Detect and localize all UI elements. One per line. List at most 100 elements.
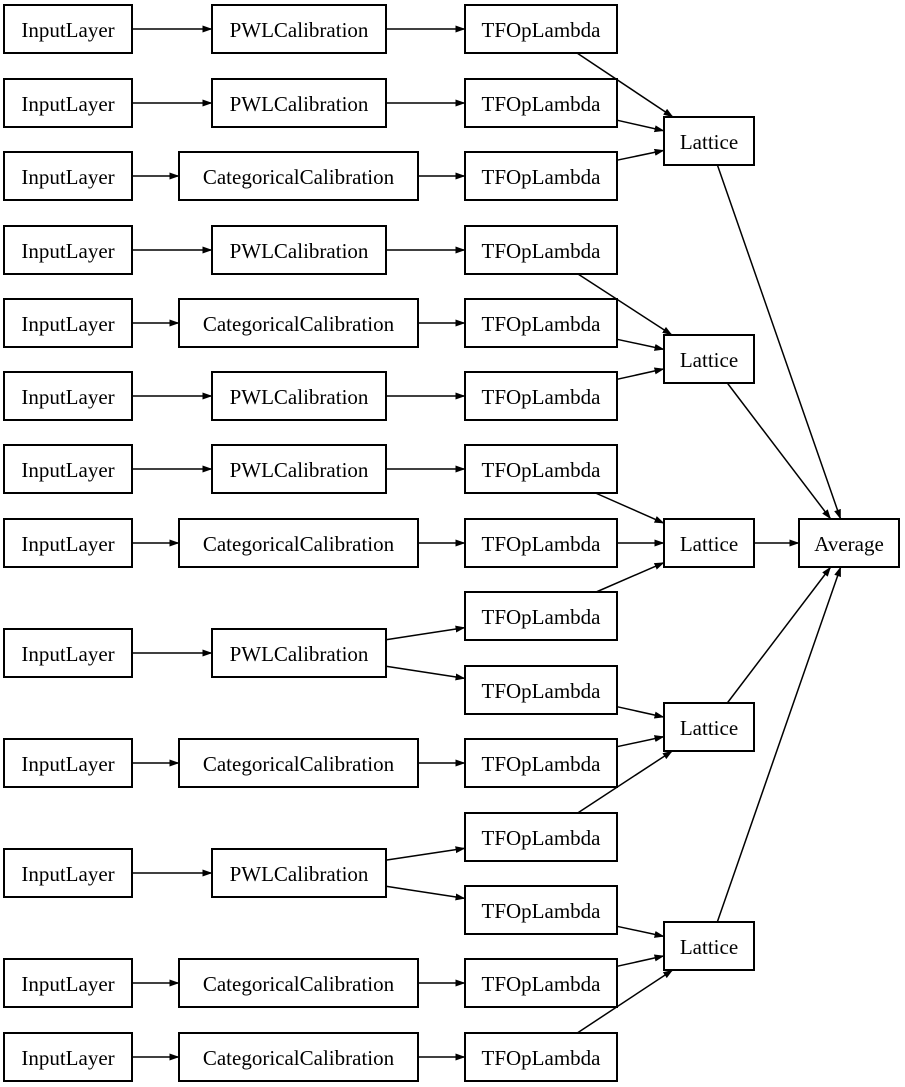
node-tfop-11: TFOpLambda: [464, 812, 618, 862]
node-box-tfop-13: [464, 958, 618, 1008]
node-calib-3: PWLCalibration: [211, 225, 387, 275]
node-label-tfop-11: TFOpLambda: [482, 826, 602, 850]
node-calib-4: CategoricalCalibration: [178, 298, 419, 348]
edge-lattice-4-to-average: [716, 566, 842, 923]
node-label-input-0: InputLayer: [21, 18, 114, 42]
node-box-lattice-3: [663, 702, 755, 752]
node-tfop-4: TFOpLambda: [464, 298, 618, 348]
node-label-calib-12: CategoricalCalibration: [203, 1046, 395, 1070]
edge-tfop-14-to-lattice-4: [576, 969, 674, 1034]
node-box-tfop-9: [464, 665, 618, 715]
node-box-tfop-5: [464, 371, 618, 421]
node-box-input-11: [3, 958, 133, 1008]
node-label-lattice-2: Lattice: [680, 532, 738, 556]
node-layer: InputLayerInputLayerInputLayerInputLayer…: [3, 4, 900, 1082]
node-label-calib-2: CategoricalCalibration: [203, 165, 395, 189]
edge-layer: [132, 25, 842, 1061]
edge-tfop-8-to-lattice-2: [595, 561, 665, 593]
node-lattice-2: Lattice: [663, 518, 755, 568]
node-input-6: InputLayer: [3, 444, 133, 494]
node-box-input-9: [3, 738, 133, 788]
node-box-tfop-12: [464, 885, 618, 935]
node-box-input-8: [3, 628, 133, 678]
node-label-tfop-0: TFOpLambda: [482, 18, 602, 42]
node-label-calib-0: PWLCalibration: [230, 18, 369, 42]
edge-calib-8-to-tfop-9: [385, 665, 466, 681]
edge-tfop-9-to-lattice-3: [616, 705, 665, 719]
node-box-tfop-6: [464, 444, 618, 494]
node-box-calib-8: [211, 628, 387, 678]
node-calib-8: PWLCalibration: [211, 628, 387, 678]
node-box-calib-7: [178, 518, 419, 568]
node-box-tfop-3: [464, 225, 618, 275]
edge-tfop-11-to-lattice-3: [577, 750, 673, 814]
node-label-lattice-0: Lattice: [680, 130, 738, 154]
node-label-input-11: InputLayer: [21, 972, 114, 996]
node-label-input-3: InputLayer: [21, 239, 114, 263]
edge-tfop-13-to-lattice-4: [616, 954, 665, 968]
node-box-calib-12: [178, 1032, 419, 1082]
node-calib-12: CategoricalCalibration: [178, 1032, 419, 1082]
edge-tfop-2-to-lattice-0: [616, 148, 665, 161]
edge-tfop-4-to-lattice-1: [616, 338, 665, 351]
node-box-lattice-1: [663, 334, 755, 384]
node-tfop-3: TFOpLambda: [464, 225, 618, 275]
node-calib-6: PWLCalibration: [211, 444, 387, 494]
node-input-10: InputLayer: [3, 848, 133, 898]
node-calib-1: PWLCalibration: [211, 78, 387, 128]
node-label-tfop-5: TFOpLambda: [482, 385, 602, 409]
node-box-lattice-0: [663, 116, 755, 166]
node-label-tfop-2: TFOpLambda: [482, 165, 602, 189]
node-tfop-10: TFOpLambda: [464, 738, 618, 788]
edge-tfop-5-to-lattice-1: [616, 367, 665, 381]
node-box-tfop-7: [464, 518, 618, 568]
node-input-7: InputLayer: [3, 518, 133, 568]
node-tfop-0: TFOpLambda: [464, 4, 618, 54]
node-label-calib-9: CategoricalCalibration: [203, 752, 395, 776]
node-box-calib-9: [178, 738, 419, 788]
node-box-tfop-4: [464, 298, 618, 348]
node-label-tfop-4: TFOpLambda: [482, 312, 602, 336]
node-box-calib-0: [211, 4, 387, 54]
node-label-tfop-8: TFOpLambda: [482, 605, 602, 629]
node-calib-5: PWLCalibration: [211, 371, 387, 421]
node-label-tfop-7: TFOpLambda: [482, 532, 602, 556]
node-box-input-7: [3, 518, 133, 568]
node-lattice-0: Lattice: [663, 116, 755, 166]
edge-tfop-1-to-lattice-0: [616, 119, 665, 133]
node-label-lattice-3: Lattice: [680, 716, 738, 740]
node-box-input-3: [3, 225, 133, 275]
node-box-tfop-2: [464, 151, 618, 201]
node-box-average: [798, 518, 900, 568]
node-calib-0: PWLCalibration: [211, 4, 387, 54]
node-tfop-6: TFOpLambda: [464, 444, 618, 494]
edge-lattice-1-to-average: [726, 382, 832, 520]
node-label-calib-1: PWLCalibration: [230, 92, 369, 116]
node-input-3: InputLayer: [3, 225, 133, 275]
node-label-input-6: InputLayer: [21, 458, 114, 482]
node-label-tfop-12: TFOpLambda: [482, 899, 602, 923]
node-calib-10: PWLCalibration: [211, 848, 387, 898]
node-label-input-4: InputLayer: [21, 312, 114, 336]
edge-tfop-6-to-lattice-2: [595, 492, 665, 524]
node-calib-11: CategoricalCalibration: [178, 958, 419, 1008]
node-label-lattice-4: Lattice: [680, 935, 738, 959]
node-tfop-14: TFOpLambda: [464, 1032, 618, 1082]
node-box-calib-2: [178, 151, 419, 201]
node-label-tfop-9: TFOpLambda: [482, 679, 602, 703]
node-average: Average: [798, 518, 900, 568]
node-box-tfop-14: [464, 1032, 618, 1082]
node-box-calib-1: [211, 78, 387, 128]
node-label-tfop-3: TFOpLambda: [482, 239, 602, 263]
node-input-4: InputLayer: [3, 298, 133, 348]
node-label-calib-3: PWLCalibration: [230, 239, 369, 263]
node-tfop-5: TFOpLambda: [464, 371, 618, 421]
node-box-tfop-10: [464, 738, 618, 788]
node-label-tfop-13: TFOpLambda: [482, 972, 602, 996]
node-tfop-1: TFOpLambda: [464, 78, 618, 128]
edge-calib-8-to-tfop-8: [385, 625, 466, 641]
node-label-calib-5: PWLCalibration: [230, 385, 369, 409]
node-box-calib-6: [211, 444, 387, 494]
